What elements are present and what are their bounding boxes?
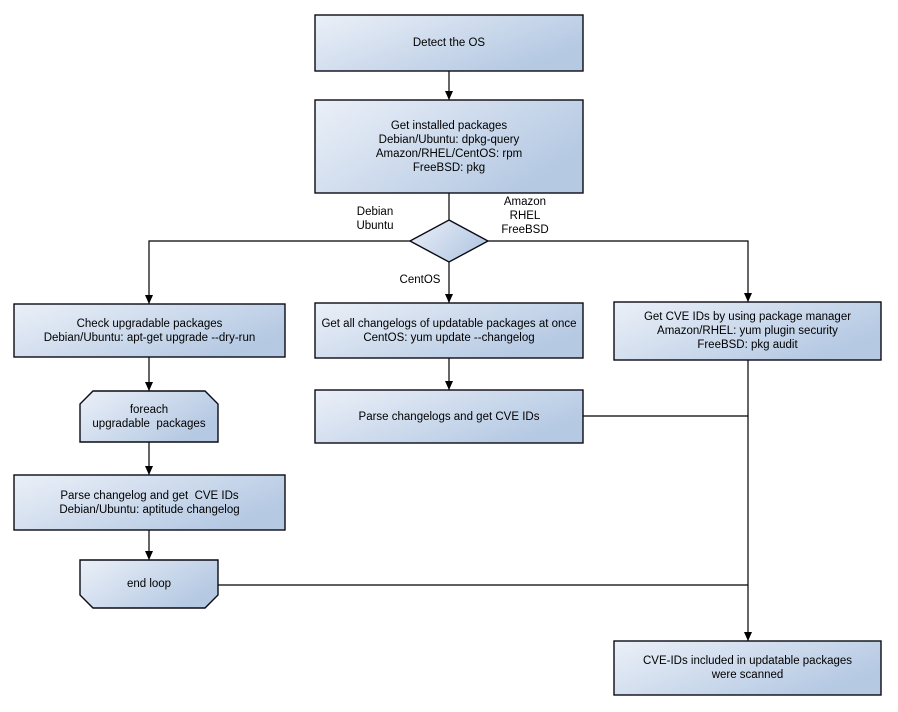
node-get-cve-ids: Get CVE IDs by using package manager Ama… [643, 311, 852, 351]
get-installed-node-shape [314, 99, 584, 194]
node-parse-changelog: Parse changelog and get CVE IDs Debian/U… [59, 489, 240, 516]
get-all-changelogs-node-shape [314, 302, 584, 359]
node-end-loop: end loop [126, 578, 172, 590]
node-detect-os: Detect the OS [412, 37, 486, 49]
edge-label-amazon-rhel-freebsd: Amazon RHEL FreeBSD [501, 196, 549, 236]
parse-changelog-node-shape [13, 474, 286, 531]
os-decision-diamond [408, 219, 490, 263]
parse-changelogs-node-shape [314, 389, 584, 444]
node-parse-changelogs: Parse changelogs and get CVE IDs [358, 410, 540, 423]
connector-decision-to-get-cve-ids [488, 240, 752, 302]
detect-os-node-shape [314, 14, 584, 72]
node-get-installed: Get installed packages Debian/Ubuntu: dp… [375, 119, 523, 174]
end-loop-node-shape [79, 559, 219, 609]
node-check-upgradable: Check upgradable packages Debian/Ubuntu:… [43, 317, 256, 344]
edge-label-centos: CentOS [399, 274, 441, 286]
edge-label-debian-ubuntu: Debian Ubuntu [356, 206, 394, 232]
get-cve-ids-node-shape [613, 301, 882, 361]
scanned-node-shape [613, 640, 882, 696]
check-upgradable-node-shape [13, 303, 286, 358]
node-get-all-changelogs: Get all changelogs of updatable packages… [321, 317, 577, 344]
node-scanned: CVE-IDs included in updatable packages w… [642, 655, 853, 681]
connector-decision-to-check-upgradable [145, 240, 410, 304]
foreach-loop-node-shape [79, 390, 219, 443]
node-foreach-loop: foreach upgradable packages [92, 403, 206, 430]
